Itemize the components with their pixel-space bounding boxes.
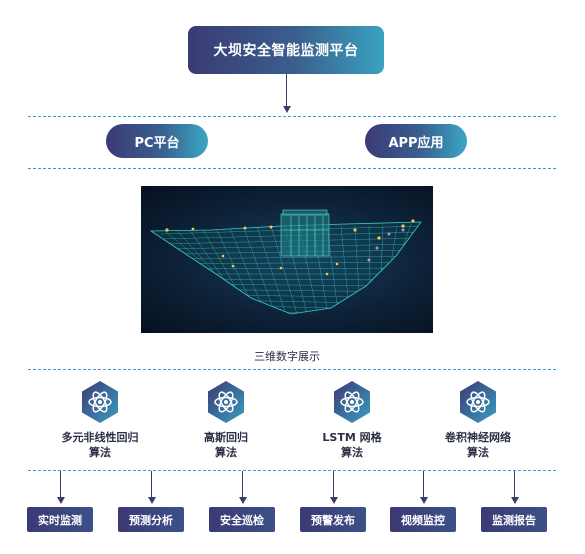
divider (28, 168, 556, 169)
prediction-analysis-button[interactable]: 预测分析 (118, 507, 184, 532)
monitoring-report-button[interactable]: 监测报告 (481, 507, 547, 532)
divider (28, 116, 556, 117)
atom-icon (208, 381, 244, 423)
algorithm-suffix: 算法 (89, 446, 111, 459)
realtime-monitoring-button[interactable]: 实时监测 (27, 507, 93, 532)
atom-icon (82, 381, 118, 423)
arrow-down-icon (283, 106, 291, 113)
algorithm-suffix: 算法 (341, 446, 363, 459)
dam-structure (280, 209, 330, 257)
connector-line (286, 74, 287, 108)
arrow-down-icon (330, 497, 338, 504)
platform-title: 大坝安全智能监测平台 (188, 26, 384, 74)
algorithm-label: 卷积神经网络 算法 (418, 430, 538, 460)
algorithm-item: 高斯回归 算法 (166, 380, 286, 460)
arrow-down-icon (239, 497, 247, 504)
algorithm-label: 高斯回归 算法 (166, 430, 286, 460)
atom-icon (460, 381, 496, 423)
algorithm-suffix: 算法 (467, 446, 489, 459)
warning-release-button[interactable]: 预警发布 (300, 507, 366, 532)
algorithm-item: 多元非线性回归 算法 (40, 380, 160, 460)
dam-mesh-graphic (149, 209, 422, 315)
arrow-down-icon (57, 497, 65, 504)
algorithm-item: LSTM 网格 算法 (292, 380, 412, 460)
algorithm-name: 卷积神经网络 (445, 431, 511, 444)
connector-line (60, 471, 61, 499)
algorithm-name: 多元非线性回归 (61, 431, 139, 444)
algorithm-label: 多元非线性回归 算法 (40, 430, 160, 460)
atom-icon (334, 381, 370, 423)
algorithm-name: LSTM 网格 (322, 431, 382, 444)
algorithm-item: 卷积神经网络 算法 (418, 380, 538, 460)
algorithm-suffix: 算法 (215, 446, 237, 459)
pc-platform[interactable]: PC平台 (106, 124, 208, 158)
video-surveillance-button[interactable]: 视频监控 (390, 507, 456, 532)
connector-line (333, 471, 334, 499)
connector-line (151, 471, 152, 499)
connector-line (423, 471, 424, 499)
app-platform[interactable]: APP应用 (365, 124, 467, 158)
arrow-down-icon (511, 497, 519, 504)
arrow-down-icon (420, 497, 428, 504)
connector-line (514, 471, 515, 499)
sensor-markers (165, 219, 415, 276)
dam-3d-visualization (141, 186, 433, 333)
algorithm-name: 高斯回归 (204, 431, 248, 444)
divider (28, 369, 556, 370)
divider (28, 470, 556, 471)
sensor-markers-purple (367, 228, 405, 262)
arrow-down-icon (148, 497, 156, 504)
algorithm-label: LSTM 网格 算法 (292, 430, 412, 460)
visualization-caption: 三维数字展示 (254, 350, 320, 363)
connector-line (242, 471, 243, 499)
safety-inspection-button[interactable]: 安全巡检 (209, 507, 275, 532)
